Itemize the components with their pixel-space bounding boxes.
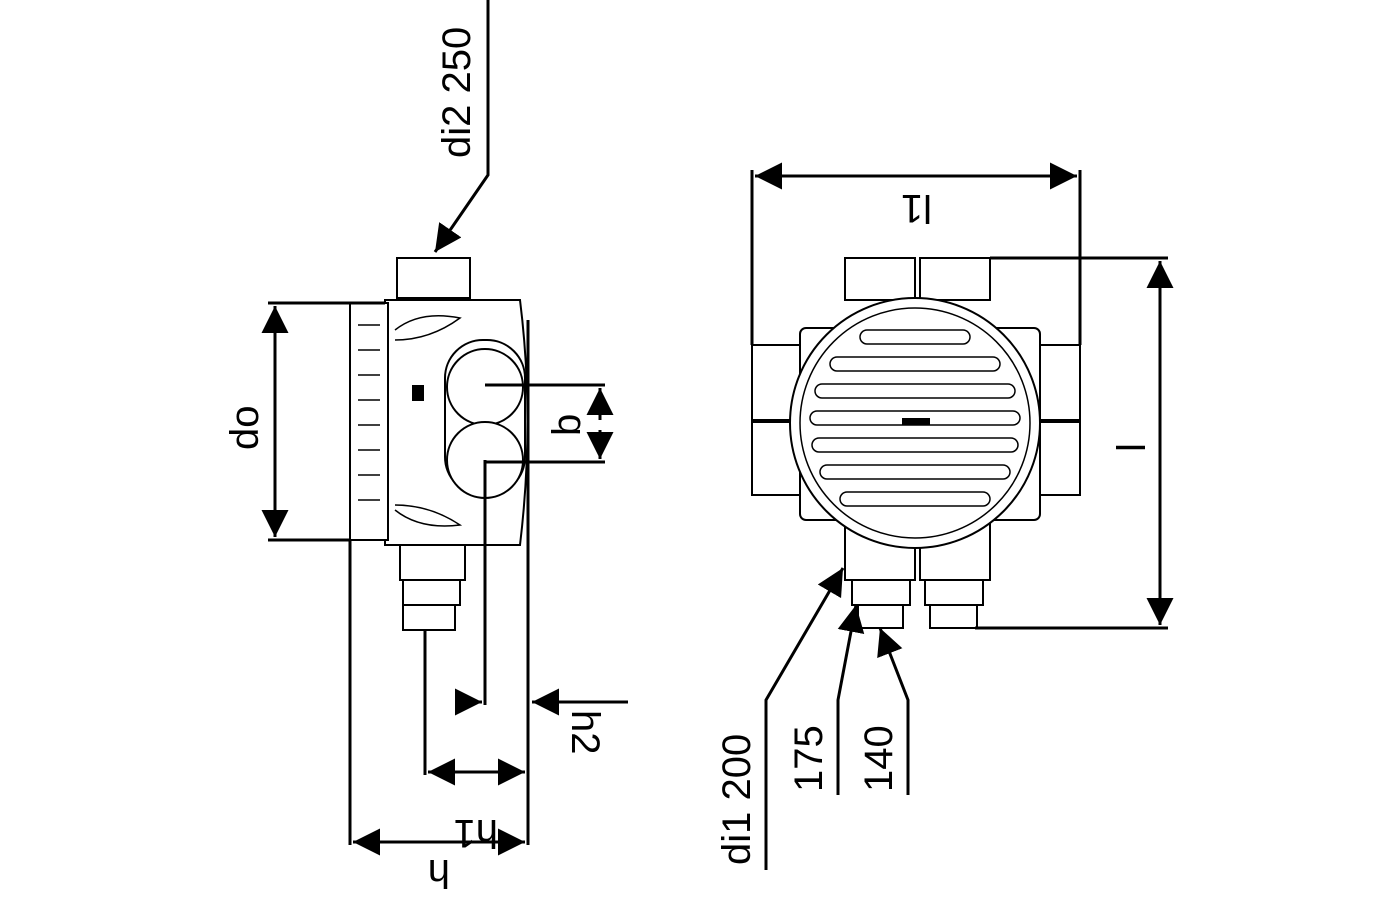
- dimension-lines-left: [261, 0, 628, 856]
- label-l1: l1: [901, 186, 932, 230]
- label-h: h: [428, 851, 450, 895]
- label-do: do: [223, 406, 267, 451]
- side-view-device: [349, 257, 529, 631]
- label-b: b: [545, 414, 589, 436]
- label-175: 175: [787, 725, 831, 792]
- label-h1: h1: [454, 811, 499, 855]
- label-di1: di1 200: [715, 734, 759, 865]
- dimension-lines-right: [750, 162, 1174, 870]
- front-view-device: [751, 257, 1081, 629]
- label-di2: di2 250: [435, 27, 479, 158]
- label-140: 140: [857, 725, 901, 792]
- label-h2: h2: [563, 710, 607, 755]
- label-l: l: [1110, 443, 1154, 452]
